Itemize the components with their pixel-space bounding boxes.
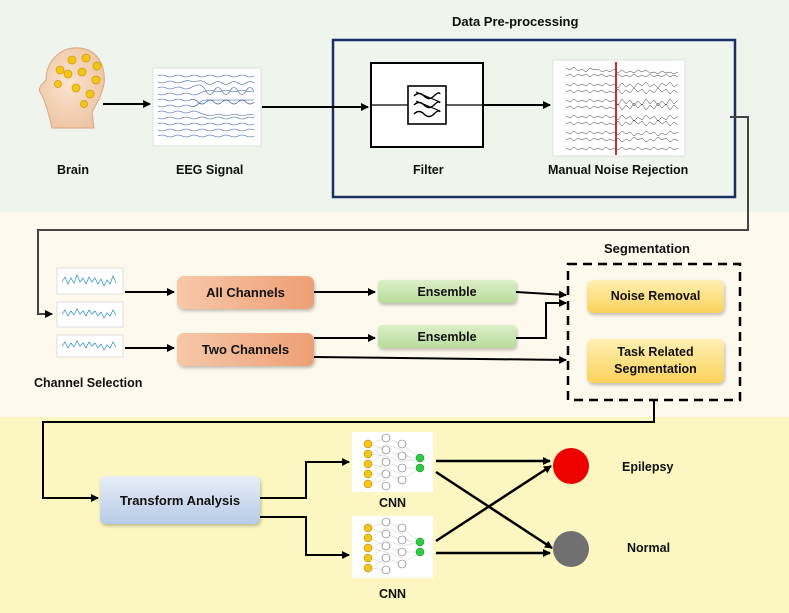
ensemble-box-1: Ensemble bbox=[378, 280, 516, 303]
arrow-two-to-task bbox=[313, 355, 567, 364]
arrow-cnn2-to-epilepsy bbox=[435, 464, 552, 543]
epilepsy-label: Epilepsy bbox=[622, 460, 674, 474]
ensemble-box-2: Ensemble bbox=[378, 325, 516, 348]
brain-head-icon bbox=[39, 47, 105, 129]
cnn-label-2: CNN bbox=[379, 587, 407, 601]
arrow-transform-to-cnn2 bbox=[260, 516, 350, 559]
manual-noise-rejection-label: Manual Noise Rejection bbox=[548, 163, 689, 177]
task-related-line2: Segmentation bbox=[614, 362, 697, 376]
filter-label: Filter bbox=[413, 163, 444, 177]
all-channels-box: All Channels bbox=[177, 276, 314, 309]
noise-rejection-image bbox=[552, 59, 686, 157]
epilepsy-node bbox=[553, 448, 589, 484]
cnn-network-2 bbox=[352, 516, 433, 578]
arrow-ensemble1-to-noise bbox=[515, 290, 567, 299]
task-related-segmentation-box: Task Related Segmentation bbox=[587, 339, 724, 383]
segmentation-title: Segmentation bbox=[604, 241, 690, 256]
channel-selection-images bbox=[56, 267, 124, 358]
task-related-line1: Task Related bbox=[617, 345, 694, 359]
cnn-network-1 bbox=[352, 432, 433, 492]
arrow-ensemble2-to-noise bbox=[516, 299, 567, 339]
noise-removal-box: Noise Removal bbox=[587, 280, 724, 313]
connector-preprocessing-to-channels bbox=[37, 116, 749, 318]
arrow-cnn1-to-normal bbox=[435, 470, 553, 550]
transform-analysis-box: Transform Analysis bbox=[100, 476, 260, 524]
eeg-signal-image bbox=[152, 67, 262, 147]
cnn-label-1: CNN bbox=[379, 496, 407, 510]
filter-icon bbox=[370, 62, 484, 148]
preprocessing-frame bbox=[331, 38, 737, 199]
channel-selection-label: Channel Selection bbox=[34, 376, 143, 390]
eeg-signal-label: EEG Signal bbox=[176, 163, 244, 177]
normal-node bbox=[553, 531, 589, 567]
arrow-transform-to-cnn1 bbox=[260, 458, 350, 499]
connector-segmentation-to-transform bbox=[42, 400, 655, 502]
two-channels-box: Two Channels bbox=[177, 333, 314, 366]
brain-label: Brain bbox=[57, 163, 89, 177]
preprocessing-title: Data Pre-processing bbox=[452, 14, 579, 29]
normal-label: Normal bbox=[627, 541, 671, 555]
